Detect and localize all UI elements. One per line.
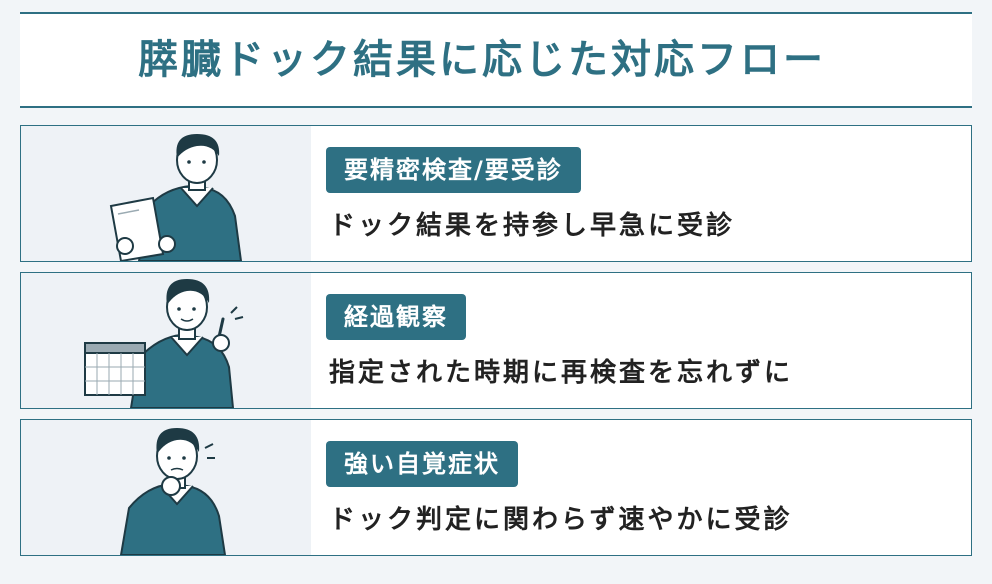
- flow-card-follow-up: 経過観察 指定された時期に再検査を忘れずに: [20, 272, 972, 409]
- flow-card-strong-symptoms: 強い自覚症状 ドック判定に関わらず速やかに受診: [20, 419, 972, 556]
- man-reading-document-illustration: [21, 126, 311, 261]
- page-title: 膵臓ドック結果に応じた対応フロー: [138, 37, 826, 83]
- calendar-icon: [84, 342, 146, 396]
- man-with-calendar-illustration: [21, 273, 311, 408]
- card-description: 指定された時期に再検査を忘れずに: [329, 358, 794, 388]
- card-description: ドック結果を持参し早急に受診: [329, 211, 736, 241]
- title-band: 膵臓ドック結果に応じた対応フロー: [20, 12, 972, 108]
- status-badge: 要精密検査/要受診: [326, 147, 581, 193]
- status-badge: 経過観察: [326, 294, 466, 340]
- man-worried-illustration: [21, 420, 311, 555]
- flow-card-detailed-exam: 要精密検査/要受診 ドック結果を持参し早急に受診: [20, 125, 972, 262]
- card-description: ドック判定に関わらず速やかに受診: [329, 505, 793, 535]
- status-badge: 強い自覚症状: [326, 441, 518, 487]
